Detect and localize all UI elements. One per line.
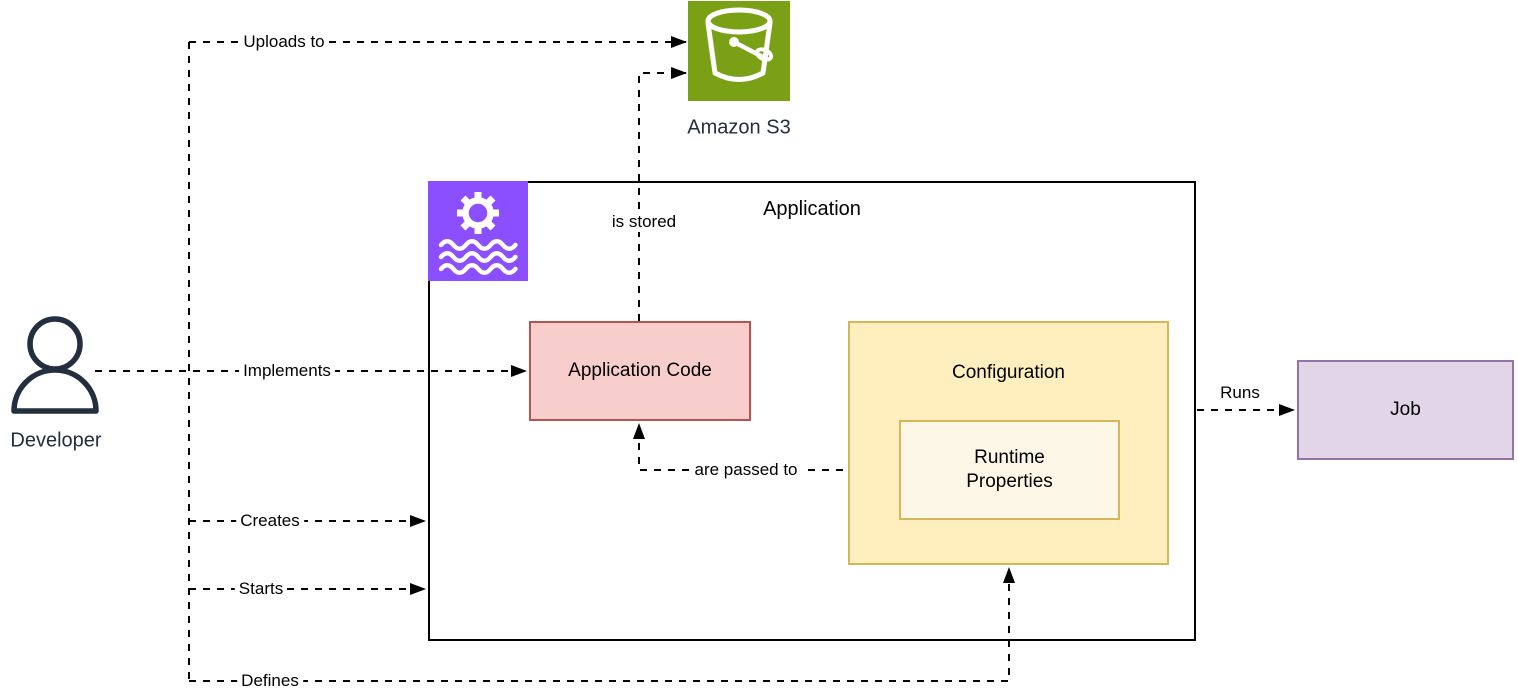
runtime-properties-label: Runtime Properties <box>966 447 1053 492</box>
job-label: Job <box>1390 399 1421 421</box>
edge-label-implements: Implements <box>239 361 335 381</box>
edge-label-is-stored: is stored <box>607 212 681 232</box>
application-title: Application <box>763 198 861 220</box>
edge-label-are-passed-to: are passed to <box>690 460 802 480</box>
configuration-label: Configuration <box>951 362 1066 383</box>
edge-label-creates: Creates <box>236 511 304 531</box>
edge-label-uploads-to: Uploads to <box>239 32 329 52</box>
edge-label-starts: Starts <box>234 579 288 599</box>
developer-person-icon <box>6 315 106 415</box>
job-box: Job <box>1297 360 1514 460</box>
application-container <box>428 181 1196 641</box>
application-code-box: Application Code <box>529 321 751 421</box>
amazon-s3-label: Amazon S3 <box>687 116 791 139</box>
edge-label-defines: Defines <box>237 671 303 691</box>
edge-label-runs: Runs <box>1216 383 1264 403</box>
s3-bucket-icon <box>688 1 790 101</box>
apache-flink-icon <box>428 181 528 281</box>
edge-are-passed-to-line <box>633 423 899 471</box>
runtime-properties-box: Runtime Properties <box>899 420 1120 520</box>
application-code-label: Application Code <box>568 360 712 382</box>
developer-label: Developer <box>10 429 102 452</box>
